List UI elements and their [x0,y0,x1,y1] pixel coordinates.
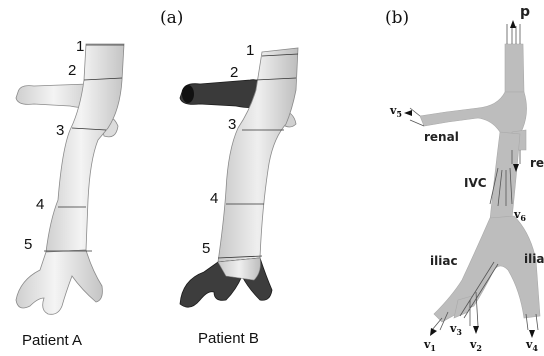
schematic-ivc-body [490,132,520,220]
patient-b-section-label-1: 1 [246,42,254,59]
patient-b-renal-opening [182,85,194,103]
patient-b-section-label-3: 3 [228,116,236,133]
patient-b-section-label-5: 5 [202,240,210,257]
renal-right-label: renal [530,156,544,170]
arrow-v4-icon [529,330,535,338]
patient-a-section-label-3: 3 [56,122,64,139]
patient-a-caption: Patient A [22,332,82,349]
velocity-label-v4: v4 [526,338,538,353]
patient-a-section-label-4: 4 [36,196,44,213]
patient-b-section-label-2: 2 [230,64,238,81]
patient-b-caption: Patient B [198,330,259,347]
patient-b-vessel [180,48,298,307]
panel-label-b: (b) [385,8,409,28]
patient-a-bifurcation [16,250,102,314]
patient-a-section-label-1: 1 [76,38,84,55]
patient-a-trunk [46,44,124,252]
patient-a-section-label-2: 2 [68,62,76,79]
velocity-label-v6: v6 [514,208,526,223]
renal-left-label: renal [424,130,459,144]
arrow-v5-icon [404,110,412,116]
schematic-ivc-top [505,44,524,92]
schematic-iliac-region [434,216,540,322]
velocity-label-v5: v5 [390,104,402,119]
velocity-label-v3: v3 [450,322,462,337]
patient-a-vessel [16,44,124,314]
arrow-p-icon [510,20,516,28]
arrow-v1-icon [430,328,437,336]
panel-label-a: (a) [160,8,183,28]
pressure-label: p [520,4,530,20]
iliac-right-label: iliac [524,252,544,266]
patient-b-section-label-4: 4 [210,190,218,207]
ivc-label: IVC [464,176,487,190]
iliac-left-label: iliac [430,254,458,268]
velocity-label-v2: v2 [470,338,482,353]
velocity-label-v1: v1 [424,338,436,353]
arrow-v2-icon [473,326,479,334]
patient-a-section-label-5: 5 [24,236,32,253]
